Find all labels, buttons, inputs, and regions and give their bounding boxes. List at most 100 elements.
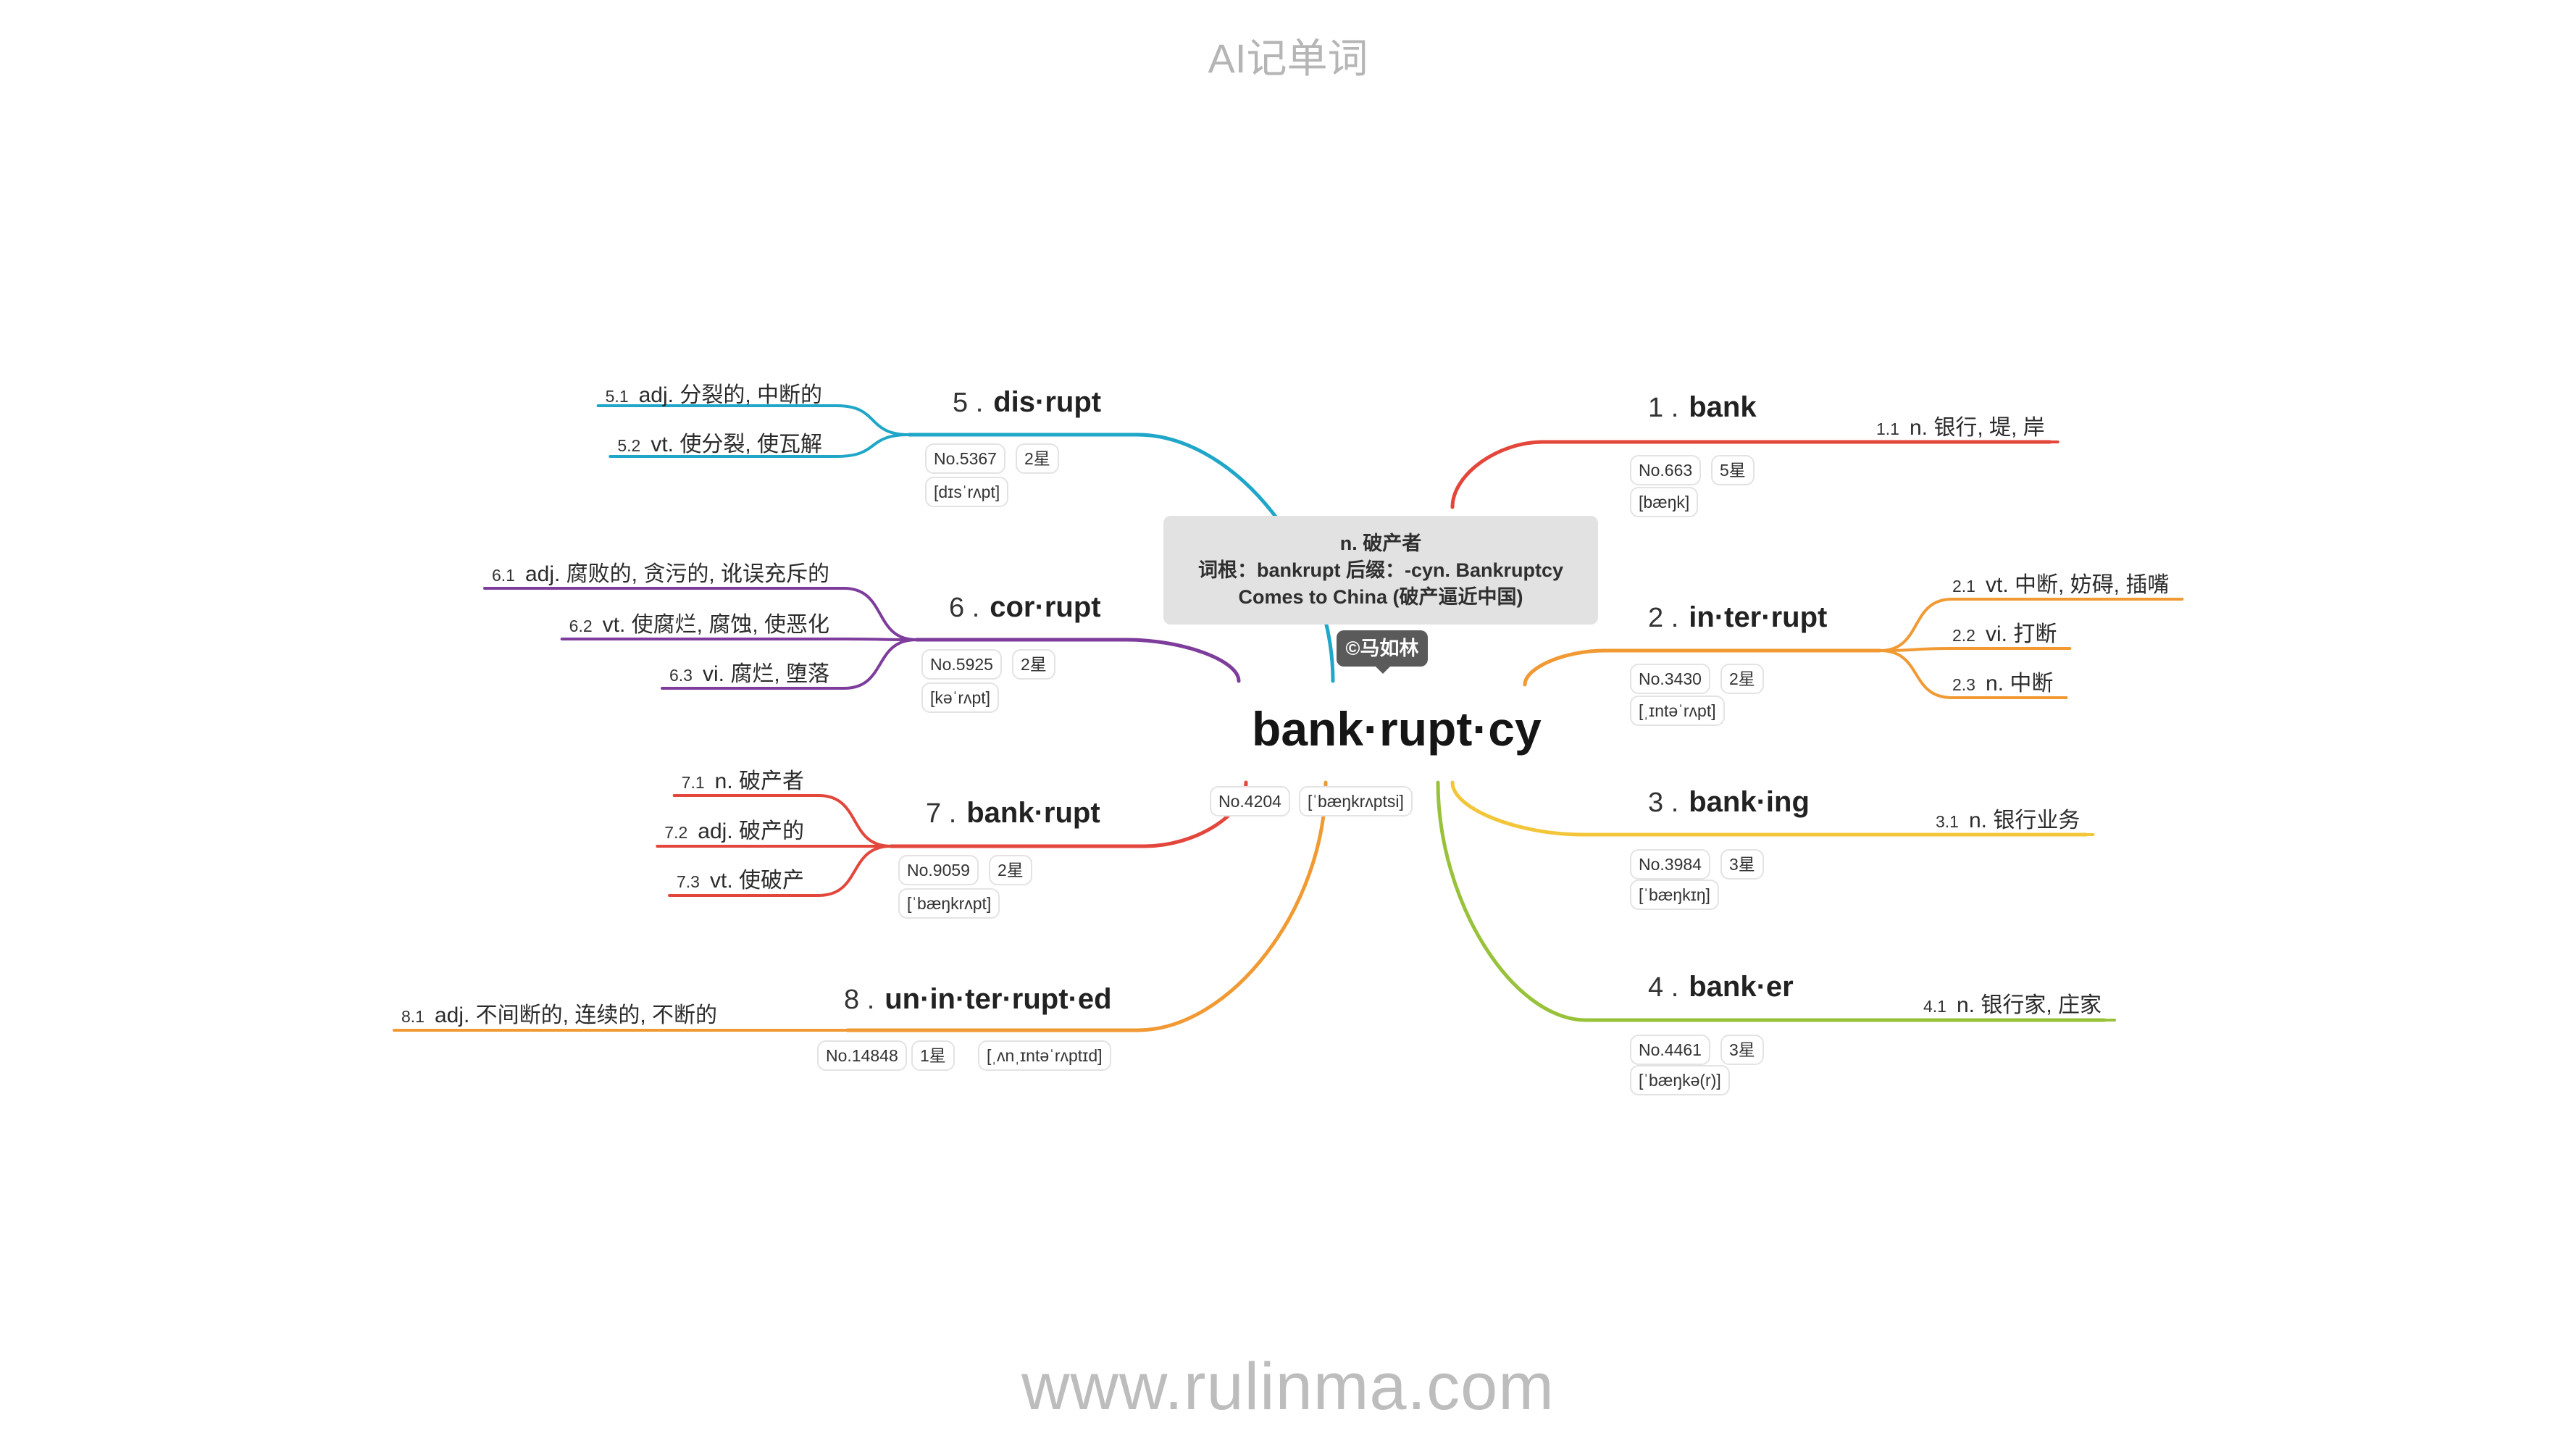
branch-6-sense-2-number: 6.2 xyxy=(569,617,593,635)
branch-5-topic[interactable]: 5 . dis·rupt xyxy=(953,386,1101,419)
branch-8-sense-1-text: adj. 不间断的, 连续的, 不断的 xyxy=(434,1003,717,1027)
branch-6-sense-3-line xyxy=(661,638,918,690)
branch-7-stars-chip: 2星 xyxy=(989,855,1032,885)
branch-5-sense-1-number: 5.1 xyxy=(605,387,629,406)
root-note-line-2: 词根：bankrupt 后缀：-cyn. Bankruptcy xyxy=(1197,559,1564,581)
site-watermark: www.rulinma.com xyxy=(1021,1350,1555,1424)
branch-7-rank-chip: No.9059 xyxy=(898,855,979,885)
branch-1-stars-chip: 5星 xyxy=(1711,455,1755,485)
branch-8-stars-chip: 1星 xyxy=(911,1040,955,1071)
branch-5-phonetic-chip: [dɪsˈrʌpt] xyxy=(925,477,1009,507)
branch-7-sense-1-number: 7.1 xyxy=(681,773,705,792)
root-rank-chip: No.4204 xyxy=(1210,786,1290,817)
branch-7-topic[interactable]: 7 . bank·rupt xyxy=(926,797,1100,830)
branch-4-stars-chip: 3星 xyxy=(1720,1035,1764,1065)
branch-2-sense-2-line xyxy=(1878,647,2072,652)
branch-3-word: bank·ing xyxy=(1689,786,1810,818)
branch-2-rank-chip: No.3430 xyxy=(1630,664,1710,694)
branch-2-number: 2 . xyxy=(1648,603,1679,633)
branch-7-word: bank·rupt xyxy=(966,797,1100,829)
branch-8-sense-1-number: 8.1 xyxy=(401,1007,425,1026)
branch-1-phonetic-chip: [bæŋk] xyxy=(1630,487,1699,517)
branch-6-word: cor·rupt xyxy=(990,591,1101,623)
branch-5-number: 5 . xyxy=(953,388,984,418)
branch-5-sense-1-line xyxy=(596,404,911,436)
branch-8-sense-1[interactable]: 8.1 adj. 不间断的, 连续的, 不断的 xyxy=(401,997,717,1029)
branch-6-sense-2-line xyxy=(560,638,918,641)
branch-3-topic[interactable]: 3 . bank·ing xyxy=(1648,786,1810,819)
root-note-line-1: n. 破产者 xyxy=(1339,533,1422,554)
branch-8-trunk-line xyxy=(845,780,1328,1032)
branch-4-trunk-line xyxy=(1436,780,2107,1022)
branch-4-topic[interactable]: 4 . bank·er xyxy=(1648,971,1794,1003)
branch-2-sense-2-text: vi. 打断 xyxy=(1985,622,2057,646)
root-phonetic-chip: [ˈbæŋkrʌptsi] xyxy=(1299,786,1413,817)
branch-5-sense-2-number: 5.2 xyxy=(617,436,641,455)
branch-2-sense-2[interactable]: 2.2 vi. 打断 xyxy=(1952,616,2057,648)
branch-1-topic[interactable]: 1 . bank xyxy=(1648,391,1757,424)
branch-2-topic[interactable]: 2 .in·ter·rupt xyxy=(1648,601,1827,634)
branch-7-phonetic-chip: [ˈbæŋkrʌpt] xyxy=(898,888,1000,919)
page-header-title: AI记单词 xyxy=(1208,36,1368,81)
branch-3-rank-chip: No.3984 xyxy=(1630,849,1710,880)
branch-5-sense-2-line xyxy=(609,433,911,458)
branch-6-sense-2[interactable]: 6.2 vt. 使腐烂, 腐蚀, 使恶化 xyxy=(569,606,829,638)
branch-6-sense-2-text: vt. 使腐烂, 腐蚀, 使恶化 xyxy=(602,613,829,637)
branch-6-sense-1-text: adj. 腐败的, 贪污的, 讹误充斥的 xyxy=(524,562,829,586)
branch-2-phonetic-chip: [ˌɪntəˈrʌpt] xyxy=(1630,696,1725,726)
branch-1-sense-1-number: 1.1 xyxy=(1876,419,1899,438)
branch-4-number: 4 . xyxy=(1648,972,1679,1003)
branch-6-topic[interactable]: 6 . cor·rupt xyxy=(949,591,1101,624)
branch-5-trunk-line xyxy=(907,433,1335,683)
branch-7-sense-3-number: 7.3 xyxy=(677,872,700,891)
branch-8-word: un·in·ter·rupt·ed xyxy=(885,983,1112,1015)
branch-2-sense-3-line xyxy=(1878,649,2068,699)
branch-5-rank-chip: No.5367 xyxy=(925,443,1005,474)
branch-5-sense-2[interactable]: 5.2 vt. 使分裂, 使瓦解 xyxy=(617,426,822,458)
branch-8-number: 8 . xyxy=(844,985,875,1015)
branch-6-sense-1-line xyxy=(482,587,918,641)
branch-3-phonetic-chip: [ˈbæŋkɪŋ] xyxy=(1630,880,1719,910)
branch-7-sense-1-text: n. 破产者 xyxy=(714,769,804,793)
branch-2-sense-1-line xyxy=(1878,598,2184,652)
branch-1-trunk-line xyxy=(1450,440,2052,509)
branch-7-sense-1[interactable]: 7.1 n. 破产者 xyxy=(682,763,804,795)
branch-6-phonetic-chip: [kəˈrʌpt] xyxy=(921,682,1000,713)
branch-2-sense-3-text: n. 中断 xyxy=(1985,672,2054,696)
branch-6-stars-chip: 2星 xyxy=(1012,649,1055,680)
branch-3-number: 3 . xyxy=(1648,788,1679,818)
branch-8-rank-chip: No.14848 xyxy=(817,1040,907,1071)
root-note-line-3: Comes to China (破产逼近中国) xyxy=(1238,586,1523,608)
branch-6-sense-3-number: 6.3 xyxy=(669,666,693,685)
branch-7-sense-1-line xyxy=(672,794,892,848)
branch-8-topic[interactable]: 8 . un·in·ter·rupt·ed xyxy=(844,983,1112,1016)
branch-2-sense-2-number: 2.2 xyxy=(1952,626,1975,645)
branch-4-sense-1-text: n. 银行家, 庄家 xyxy=(1956,993,2102,1017)
branch-5-sense-2-text: vt. 使分裂, 使瓦解 xyxy=(651,433,822,456)
branch-5-word: dis·rupt xyxy=(993,386,1102,418)
branch-7-number: 7 . xyxy=(926,798,957,829)
branch-1-word: bank xyxy=(1689,391,1757,423)
branch-6-trunk-line xyxy=(914,638,1241,683)
branch-4-word: bank·er xyxy=(1689,971,1794,1003)
branch-3-trunk-line xyxy=(1450,780,2088,837)
branch-7-sense-2-text: adj. 破产的 xyxy=(698,819,804,843)
branch-3-sense-1-text: n. 银行业务 xyxy=(1968,809,2081,832)
branch-4-phonetic-chip: [ˈbæŋkə(r)] xyxy=(1630,1065,1730,1095)
author-badge: ©马如林 xyxy=(1337,630,1428,667)
branch-6-number: 6 . xyxy=(949,593,980,623)
root-word[interactable]: bank·rupt·cy xyxy=(1252,702,1542,756)
branch-1-number: 1 . xyxy=(1648,393,1679,423)
